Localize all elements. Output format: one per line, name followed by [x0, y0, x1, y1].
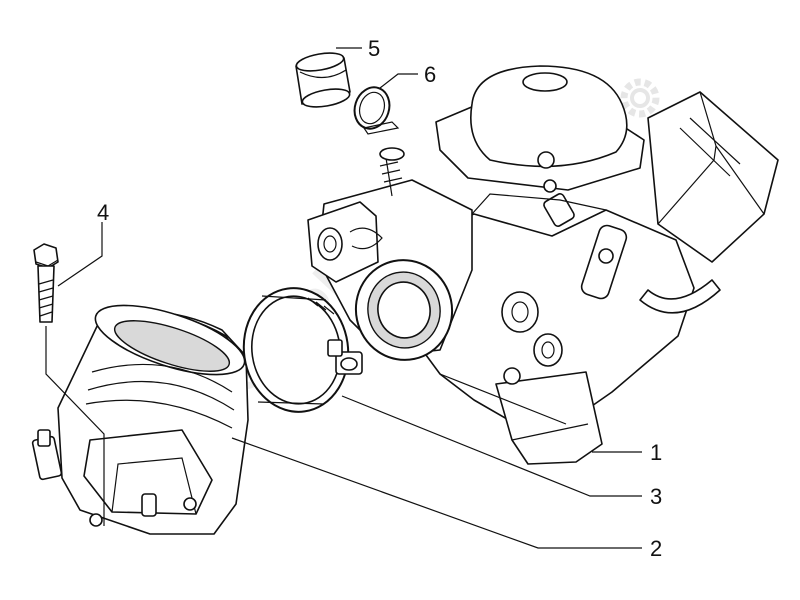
leader-4a: [57, 222, 103, 287]
leader-3: [341, 395, 642, 497]
callout-4: 4: [97, 200, 109, 225]
carburettor-part: [307, 65, 779, 465]
spring-clip-part: [353, 86, 400, 135]
leader-4b: [45, 326, 105, 526]
hose-clamp-part: [242, 287, 363, 413]
intake-manifold-part: [31, 304, 249, 535]
gear-watermark-icon: [620, 78, 660, 118]
leader-lines: [45, 47, 642, 549]
callout-2: 2: [650, 536, 662, 561]
leader-2: [231, 437, 642, 549]
callout-3: 3: [650, 484, 662, 509]
sleeve-part: [295, 52, 351, 108]
leader-6: [379, 73, 418, 89]
screw-part: [33, 243, 59, 323]
callout-1: 1: [650, 440, 662, 465]
callout-5: 5: [368, 36, 380, 61]
callout-6: 6: [424, 62, 436, 87]
